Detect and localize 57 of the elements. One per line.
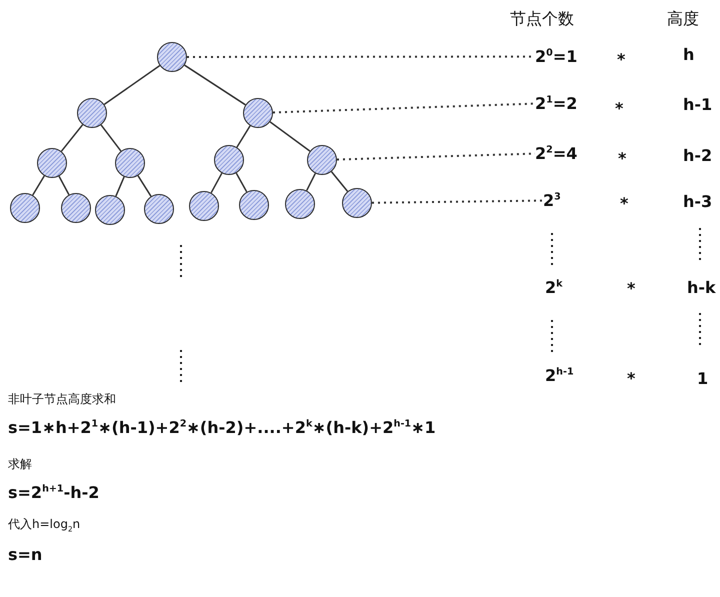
section-heading: 求解 bbox=[8, 457, 32, 472]
height-value: 1 bbox=[697, 369, 708, 388]
multiply-sign: * bbox=[620, 194, 628, 214]
tree-node-circle bbox=[115, 148, 145, 178]
height-value: h-3 bbox=[683, 192, 712, 212]
tree-edge bbox=[115, 176, 125, 196]
node-count: 2$^{k}$ bbox=[545, 278, 563, 298]
tree-node-circle bbox=[77, 98, 107, 128]
multiply-sign: * bbox=[618, 149, 626, 168]
section-heading: 代入h=log$_{2}$n bbox=[8, 517, 80, 534]
multiply-sign: * bbox=[615, 99, 624, 118]
tree-edge bbox=[58, 176, 70, 196]
tree-node-circle bbox=[37, 148, 67, 178]
node-count: 2$^{3}$ bbox=[543, 191, 561, 210]
tree-node-circle bbox=[10, 193, 40, 223]
section-heading: 非叶子节点高度求和 bbox=[8, 392, 116, 406]
tree-node-circle bbox=[144, 194, 174, 224]
node-count: 2$^{h-1}$ bbox=[545, 366, 574, 386]
tree-edge bbox=[104, 64, 160, 106]
tree-node-circle bbox=[239, 190, 269, 220]
node-count: 2$^{2}$=4 bbox=[535, 144, 578, 164]
tree-edge bbox=[330, 171, 348, 192]
tree-edge bbox=[60, 124, 84, 152]
height-value: h bbox=[683, 45, 694, 64]
tree-node-circle bbox=[214, 145, 244, 175]
tree-edge bbox=[210, 172, 222, 194]
column-header: 节点个数 bbox=[510, 9, 574, 28]
tree-edge bbox=[137, 175, 152, 197]
tree-node-circle bbox=[95, 195, 125, 225]
tree-node-circle bbox=[342, 188, 372, 218]
tree-node-circle bbox=[285, 189, 315, 219]
column-header: 高度 bbox=[667, 9, 699, 28]
tree-edge bbox=[270, 121, 310, 152]
height-value: h-2 bbox=[683, 146, 712, 166]
tree-edge bbox=[100, 124, 122, 152]
tree-edge bbox=[184, 64, 246, 106]
tree-node-circle bbox=[307, 145, 337, 175]
multiply-sign: * bbox=[627, 279, 636, 298]
formula: s=1∗h+2$^{1}$∗(h-1)+2$^{2}$∗(h-2)+....+2$^{k}$∗(h-k)+2$^{h-1}$∗1 bbox=[8, 418, 436, 438]
dotted-line bbox=[272, 102, 536, 114]
dotted-line bbox=[372, 200, 544, 204]
height-value: h-1 bbox=[683, 95, 712, 114]
node-count: 2$^{1}$=2 bbox=[535, 94, 578, 114]
tree-node-circle bbox=[157, 42, 187, 72]
formula: s=2$^{h+1}$-h-2 bbox=[8, 483, 100, 502]
tree-edge bbox=[236, 125, 251, 148]
tree-edge bbox=[306, 173, 316, 191]
node-count: 2$^{0}$=1 bbox=[535, 47, 578, 66]
height-value: h-k bbox=[687, 278, 716, 298]
multiply-sign: * bbox=[627, 369, 636, 388]
tree-node-circle bbox=[61, 193, 91, 223]
tree-edge bbox=[236, 172, 248, 192]
multiply-sign: * bbox=[617, 50, 626, 70]
formula: s=n bbox=[8, 545, 42, 564]
tree-node-circle bbox=[189, 191, 219, 221]
tree-node-circle bbox=[243, 98, 273, 128]
tree-edge bbox=[32, 175, 45, 196]
